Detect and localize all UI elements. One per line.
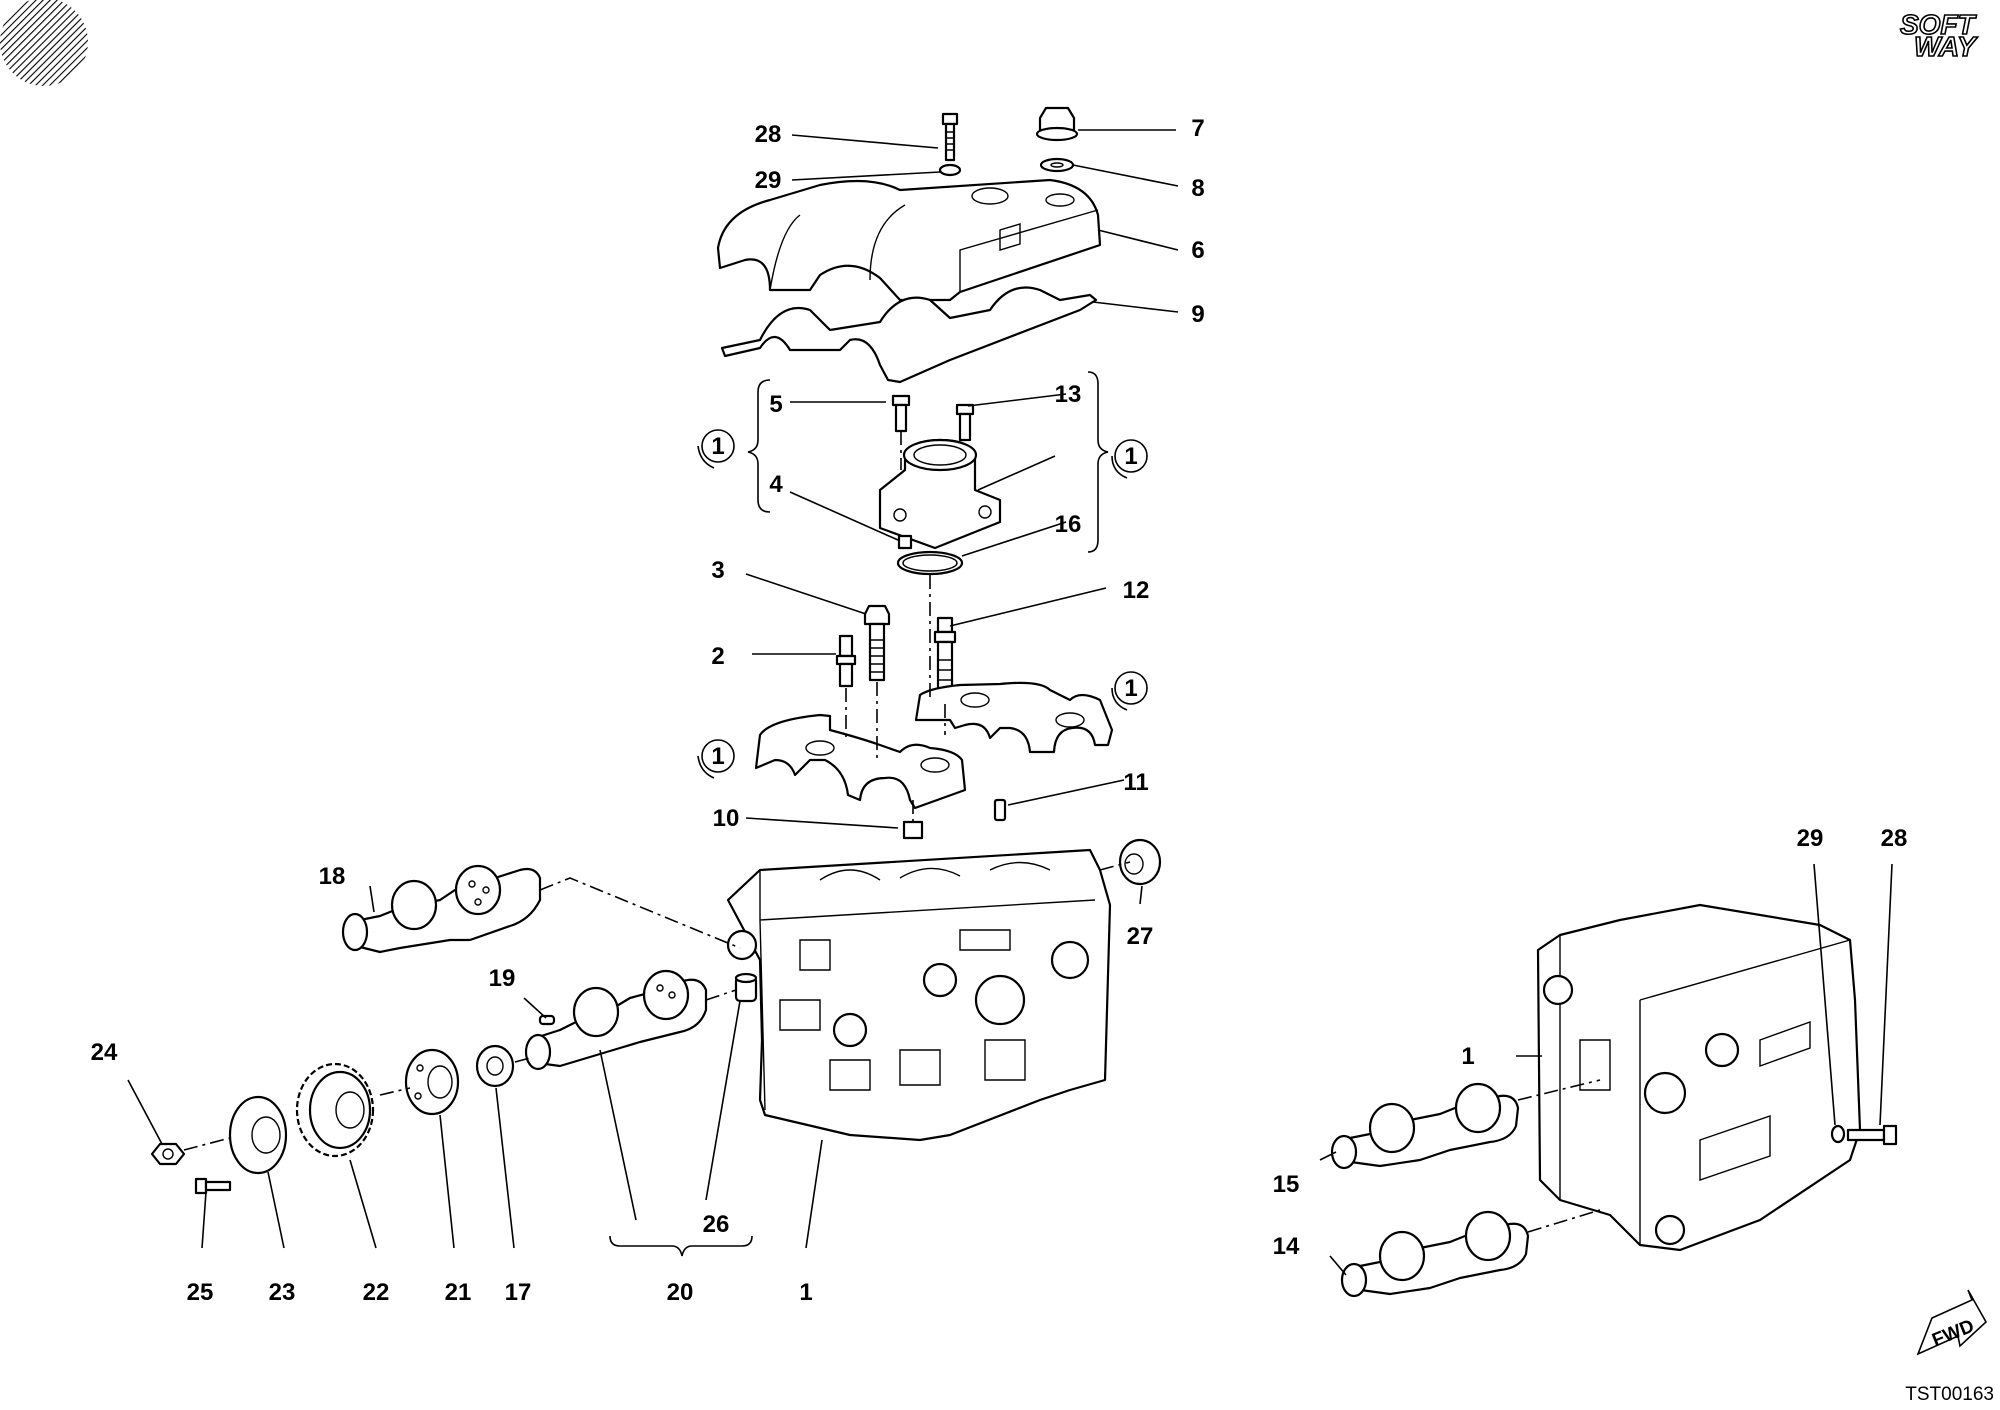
label-22: 22 bbox=[363, 1279, 390, 1306]
camshaft-20 bbox=[524, 969, 708, 1071]
seal-17 bbox=[475, 1044, 515, 1088]
plug-26 bbox=[734, 972, 758, 1003]
seal-27 bbox=[1118, 838, 1162, 886]
cam-cap-right bbox=[914, 681, 1114, 754]
screw-28-side bbox=[1846, 1124, 1898, 1146]
centerline-27 bbox=[1099, 861, 1131, 871]
gasket-9 bbox=[720, 286, 1098, 384]
label-12: 12 bbox=[1123, 577, 1150, 604]
centerline-18 bbox=[539, 877, 741, 949]
washer-8 bbox=[1039, 157, 1075, 173]
o-ring-16 bbox=[896, 550, 964, 576]
label-8: 8 bbox=[1191, 175, 1204, 202]
flange-23 bbox=[228, 1095, 288, 1175]
thermostat-housing bbox=[878, 438, 1002, 550]
stud-2 bbox=[835, 634, 857, 688]
label-15: 15 bbox=[1273, 1171, 1300, 1198]
label-3: 3 bbox=[711, 557, 724, 584]
label-16: 16 bbox=[1055, 511, 1082, 538]
right-brace bbox=[1087, 371, 1109, 553]
label-26: 26 bbox=[703, 1211, 730, 1238]
centerline-side bbox=[1517, 1079, 1601, 1233]
label-1-cap-left: 1 bbox=[711, 743, 724, 770]
label-28-side: 28 bbox=[1881, 825, 1908, 852]
camshaft-18 bbox=[341, 864, 542, 954]
screw-28-top bbox=[941, 112, 959, 162]
label-17: 17 bbox=[505, 1279, 532, 1306]
label-5: 5 bbox=[769, 391, 782, 418]
label-6: 6 bbox=[1191, 237, 1204, 264]
label-29-side: 29 bbox=[1797, 825, 1824, 852]
screw-13 bbox=[955, 403, 975, 442]
label-13: 13 bbox=[1055, 381, 1082, 408]
label-4: 4 bbox=[769, 471, 783, 498]
cylinder-head-side-view bbox=[1536, 903, 1862, 1252]
label-11: 11 bbox=[1123, 769, 1148, 796]
label-1-cap-right: 1 bbox=[1124, 675, 1137, 702]
plug-7 bbox=[1035, 106, 1079, 142]
label-1-side: 1 bbox=[1461, 1043, 1474, 1070]
left-brace bbox=[747, 379, 771, 513]
bolt-3 bbox=[863, 604, 891, 682]
label-1-thermostat-right: 1 bbox=[1124, 443, 1137, 470]
label-21: 21 bbox=[445, 1279, 472, 1306]
camshaft-14 bbox=[1340, 1210, 1530, 1298]
corner-hatched-mark bbox=[0, 0, 88, 86]
label-29-top: 29 bbox=[755, 167, 782, 194]
dowel-4 bbox=[897, 534, 913, 550]
screw-25 bbox=[194, 1177, 232, 1195]
label-10: 10 bbox=[713, 805, 740, 832]
svg-text:WAY: WAY bbox=[1914, 31, 1978, 62]
label-9: 9 bbox=[1191, 301, 1204, 328]
label-28-top: 28 bbox=[755, 121, 782, 148]
softway-logo: SOFT WAY bbox=[1899, 8, 1979, 63]
label-27: 27 bbox=[1127, 923, 1154, 950]
label-19: 19 bbox=[489, 965, 516, 992]
label-25: 25 bbox=[187, 1279, 214, 1306]
label-20: 20 bbox=[667, 1279, 694, 1306]
brace-20 bbox=[609, 1235, 753, 1257]
label-14: 14 bbox=[1273, 1233, 1300, 1260]
cylinder-head-1 bbox=[726, 848, 1112, 1142]
dowel-10 bbox=[902, 820, 924, 840]
label-1-thermostat-left: 1 bbox=[711, 433, 724, 460]
label-23: 23 bbox=[269, 1279, 296, 1306]
centerline-vertical bbox=[845, 431, 946, 822]
label-18: 18 bbox=[319, 863, 346, 890]
cam-cap-left bbox=[754, 713, 967, 810]
pulley-22 bbox=[295, 1062, 375, 1158]
screw-5 bbox=[891, 394, 911, 433]
pin-11 bbox=[993, 798, 1007, 822]
drawing-code: TST00163 bbox=[1905, 1384, 1994, 1405]
label-1-head: 1 bbox=[799, 1279, 812, 1306]
washer-29-top bbox=[938, 163, 962, 177]
hub-21 bbox=[404, 1048, 460, 1116]
leader-lines bbox=[127, 129, 1893, 1276]
label-7: 7 bbox=[1191, 115, 1204, 142]
svg-text:SOFT: SOFT bbox=[1900, 9, 1978, 40]
washer-29-side bbox=[1830, 1124, 1846, 1144]
fwd-label: FWD bbox=[1929, 1316, 1977, 1352]
label-24: 24 bbox=[91, 1039, 118, 1066]
nut-24 bbox=[150, 1142, 186, 1166]
circle-callouts bbox=[697, 429, 1148, 779]
valve-cover-6 bbox=[716, 178, 1102, 302]
label-2: 2 bbox=[711, 643, 724, 670]
key-19 bbox=[538, 1014, 556, 1026]
camshaft-15 bbox=[1330, 1082, 1520, 1170]
fwd-arrow: FWD bbox=[1916, 1289, 1988, 1356]
